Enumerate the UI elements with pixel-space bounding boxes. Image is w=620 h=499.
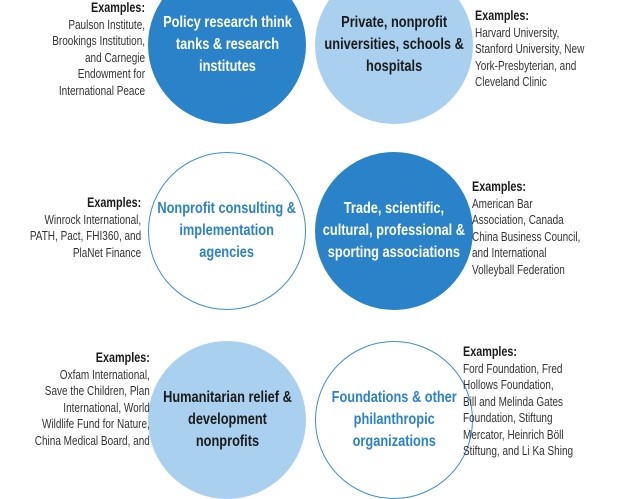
examples-foundations: Examples: Ford Foundation, Fred Hollows … bbox=[463, 344, 574, 458]
circle-humanitarian: Humanitarian relief & development nonpro… bbox=[148, 341, 306, 499]
circle-policy-research: Policy research think tanks & research i… bbox=[148, 0, 306, 124]
examples-consulting: Examples: Winrock International, PATH, P… bbox=[29, 195, 141, 260]
circle-label: Nonprofit consulting & implementation ag… bbox=[157, 200, 297, 261]
examples-associations: Examples: American Bar Association, Cana… bbox=[472, 179, 581, 277]
circle-label: Foundations & other philanthropic organi… bbox=[331, 389, 457, 450]
circle-associations: Trade, scientific, cultural, professiona… bbox=[315, 152, 473, 310]
examples-policy-research: Examples: Paulson Institute, Brookings I… bbox=[52, 0, 145, 98]
circle-universities: Private, nonprofit universities, schools… bbox=[315, 0, 473, 124]
circle-label: Policy research think tanks & research i… bbox=[162, 14, 292, 75]
circle-label: Trade, scientific, cultural, professiona… bbox=[322, 200, 466, 261]
circle-label: Private, nonprofit universities, schools… bbox=[324, 14, 464, 75]
examples-universities: Examples: Harvard University, Stanford U… bbox=[475, 8, 585, 89]
circle-foundations: Foundations & other philanthropic organi… bbox=[315, 341, 473, 499]
examples-humanitarian: Examples: Oxfam International, Save the … bbox=[34, 350, 150, 448]
circle-consulting: Nonprofit consulting & implementation ag… bbox=[148, 152, 306, 310]
circle-label: Humanitarian relief & development nonpro… bbox=[162, 389, 292, 450]
